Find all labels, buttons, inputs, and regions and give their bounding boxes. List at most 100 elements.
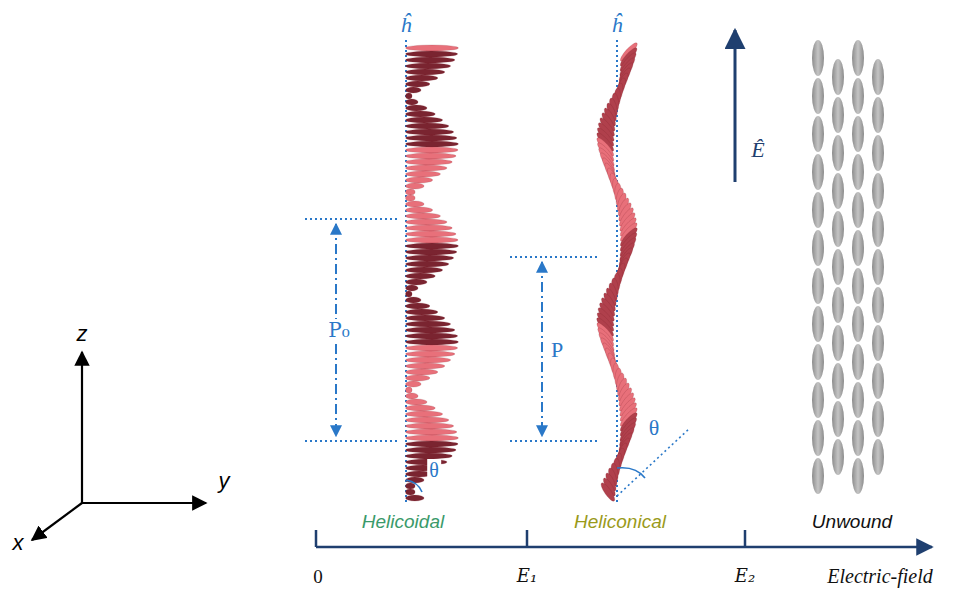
molecule [406,45,459,51]
molecule [852,192,864,228]
molecule [852,344,864,380]
molecule [852,382,864,418]
molecule [812,40,824,76]
field-label: Ê [751,139,764,161]
molecule [406,135,457,141]
molecule [406,219,448,225]
molecule [812,458,824,494]
tick-label: 0 [313,567,323,586]
molecule [406,345,458,351]
molecule [832,287,844,323]
pitch-label: P [551,339,563,361]
molecule [852,306,864,342]
molecule [406,327,455,333]
molecule [406,111,436,117]
molecule [406,363,445,369]
molecule [872,401,884,437]
pitch-label: P₀ [326,319,351,341]
molecule [406,489,416,495]
molecule [406,333,458,339]
molecule [406,285,419,291]
molecule [872,325,884,361]
molecule [406,255,454,261]
molecule [812,78,824,114]
molecule [812,306,824,342]
molecule [872,211,884,247]
molecule [406,117,443,123]
heliconical-molecules [595,41,640,503]
molecule [406,75,438,81]
molecule [406,213,441,219]
molecule [406,105,428,111]
molecule [406,495,425,501]
molecule [832,401,844,437]
molecule [406,99,419,105]
molecule [872,249,884,285]
molecule [406,339,459,345]
molecule [406,141,459,147]
molecule [406,87,422,93]
molecule [872,439,884,475]
axis-title: Electric-field [827,566,933,586]
molecule [406,57,455,63]
molecule [406,93,413,99]
molecule [406,171,441,177]
molecule [832,173,844,209]
molecule [812,420,824,456]
molecule [812,344,824,380]
molecule [406,309,438,315]
molecule [812,382,824,418]
molecule [406,237,459,243]
molecule [406,261,449,267]
molecule [872,97,884,133]
state-label: Helicoidal [362,512,444,531]
molecule [406,279,428,285]
molecule [832,97,844,133]
molecule [852,420,864,456]
angle-label: θ [647,416,662,440]
molecule [852,154,864,190]
molecule [406,147,459,153]
molecule [812,268,824,304]
molecule [406,243,459,249]
molecule [852,230,864,266]
state-label: Unwound [812,512,892,531]
molecule [406,369,438,375]
molecule [832,211,844,247]
molecule [406,165,448,171]
molecule [406,315,445,321]
molecule [406,321,451,327]
molecule [406,153,457,159]
molecule [832,363,844,399]
molecule [406,63,451,69]
molecule [406,51,458,57]
molecule [812,154,824,190]
molecule [406,423,454,429]
molecule [406,249,457,255]
molecule [852,116,864,152]
molecule [406,195,416,201]
state-label: Heliconical [574,512,666,531]
molecule [406,291,413,297]
molecule [406,303,430,309]
molecule [406,387,413,393]
molecule [406,183,425,189]
molecule [406,231,457,237]
molecule [406,405,436,411]
axis-label: x [13,532,24,554]
molecule [872,173,884,209]
molecule [406,375,430,381]
molecule [406,225,453,231]
unwound-molecules [812,40,884,494]
molecule [872,59,884,95]
molecule [406,297,422,303]
molecule [406,447,457,453]
molecule [832,135,844,171]
molecule [832,249,844,285]
molecule [872,287,884,323]
molecule [406,393,419,399]
molecule [832,59,844,95]
molecule [406,177,433,183]
helicoidal-molecules [406,45,459,501]
